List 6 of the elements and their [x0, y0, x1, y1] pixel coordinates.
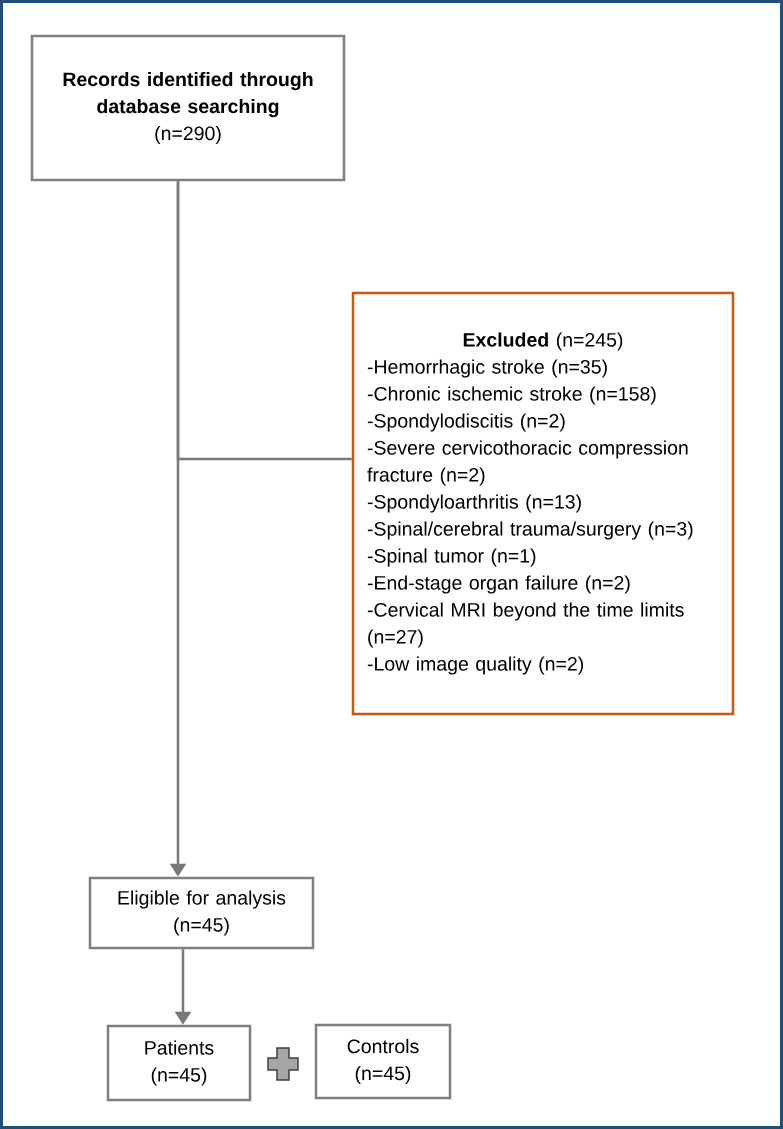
process-box: Eligible for analysis (n=45): [88, 876, 315, 950]
process-box: Controls (n=45): [314, 1023, 452, 1100]
exclusion-box: Excluded (n=245) -Hemorrhagic stroke (n=35) -Chronic ischemic stroke (n=158) -Spondylodiscitis (n=2) -Severe cervicothoracic compression fracture (n=2) -Spondyloarthritis (n=13) -Spinal/cerebral trauma/surgery (n=3) -Spinal tumor (n=1) -End-stage organ failure (n=2) -Cervical MRI beyond the time limits (n=27) -Low image quality (n=2): [351, 291, 735, 716]
process-box: Records identified through database searching (n=290): [30, 34, 346, 182]
process-box: Patients (n=45): [106, 1024, 252, 1102]
connector-line: [176, 181, 352, 461]
